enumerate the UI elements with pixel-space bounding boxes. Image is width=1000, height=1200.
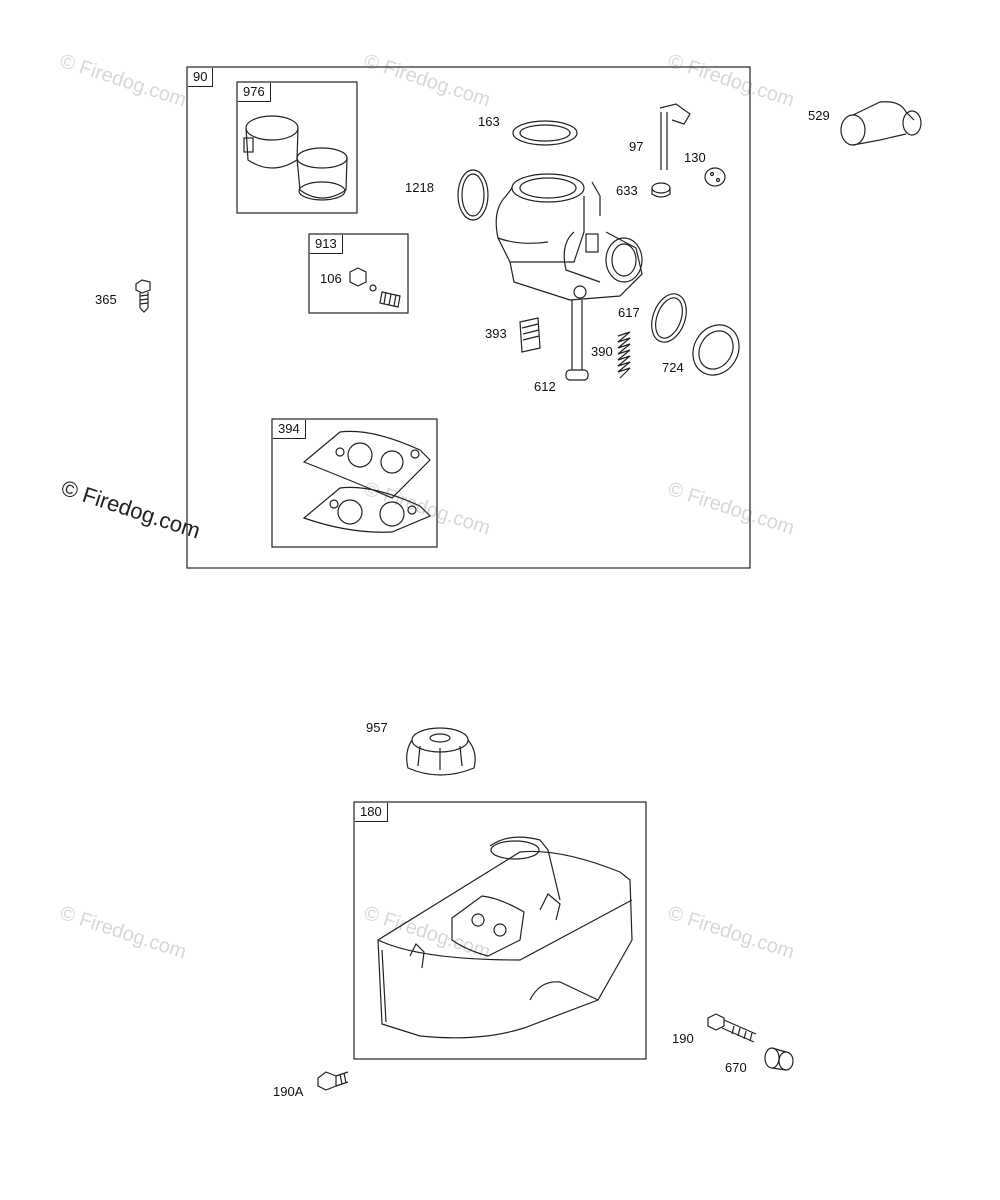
o-ring-617-icon	[651, 293, 687, 343]
box-label-90: 90	[188, 68, 214, 87]
callout-724: 724	[662, 360, 684, 375]
tank-screw-icon	[317, 1071, 349, 1091]
callout-365: 365	[95, 292, 117, 307]
callout-130: 130	[684, 150, 706, 165]
bolt-icon	[707, 1013, 757, 1043]
main-jet-icon	[565, 300, 589, 381]
callout-670: 670	[725, 1060, 747, 1075]
callout-393: 393	[485, 326, 507, 341]
filter-kit-frame	[236, 81, 358, 214]
throttle-shaft-icon	[659, 103, 691, 170]
float-kit-frame	[308, 233, 409, 314]
callout-190a: 190A	[273, 1084, 304, 1099]
ring-724-icon	[692, 324, 740, 376]
callout-163: 163	[478, 114, 500, 129]
box-label-180: 180	[355, 803, 388, 822]
filter-icon	[243, 115, 348, 201]
callout-617: 617	[618, 305, 640, 320]
gasket-icon	[302, 430, 432, 533]
callout-633: 633	[616, 183, 638, 198]
box-label-394: 394	[273, 420, 306, 439]
jet-icon	[519, 317, 541, 353]
carburetor-assembly-frame	[186, 66, 751, 569]
callout-529: 529	[808, 108, 830, 123]
needle-valve-icon	[349, 267, 401, 308]
callout-1218: 1218	[405, 180, 434, 195]
callout-106: 106	[320, 271, 342, 286]
fuel-tank-icon	[377, 836, 633, 1039]
o-ring-icon	[457, 169, 489, 221]
elbow-fitting-icon	[840, 101, 922, 146]
throttle-plate-icon	[704, 167, 726, 187]
seal-icon	[651, 182, 671, 194]
carburetor-body-icon	[495, 173, 643, 301]
box-label-976: 976	[238, 83, 271, 102]
spacer-icon	[764, 1047, 794, 1071]
callout-612: 612	[534, 379, 556, 394]
box-label-913: 913	[310, 235, 343, 254]
fuel-cap-icon	[406, 727, 476, 776]
spring-icon	[617, 331, 631, 379]
callout-957: 957	[366, 720, 388, 735]
screw-icon	[135, 279, 151, 313]
callout-97: 97	[629, 139, 644, 154]
fuel-tank-frame	[353, 801, 647, 1060]
callout-390: 390	[591, 344, 613, 359]
callout-190: 190	[672, 1031, 694, 1046]
gasket-set-frame	[271, 418, 438, 548]
gasket-163-icon	[512, 120, 578, 146]
